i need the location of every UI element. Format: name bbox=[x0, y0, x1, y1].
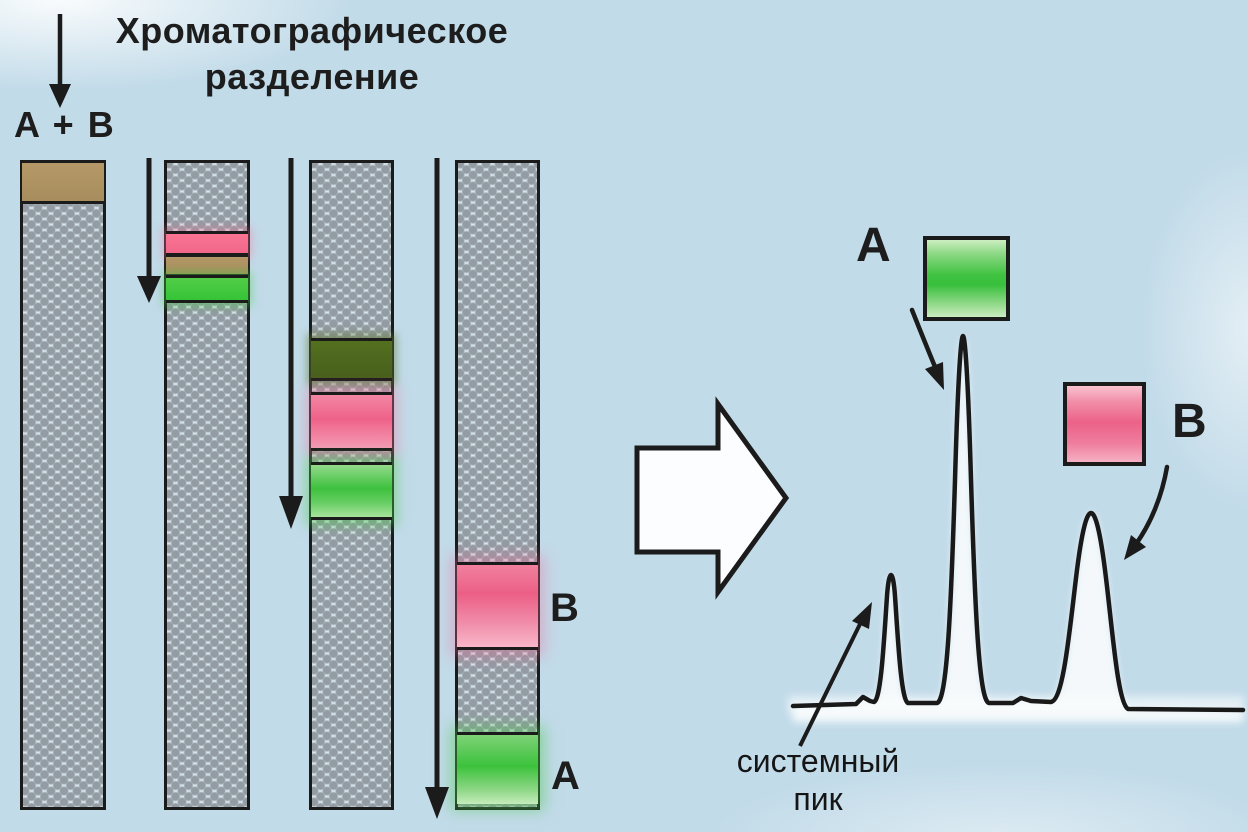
system-peak-annotation: системный пик bbox=[718, 742, 918, 818]
peak-b-arrow-icon bbox=[1124, 464, 1170, 560]
baseline-highlight bbox=[788, 696, 1244, 713]
peak-b-label: B bbox=[1172, 395, 1207, 448]
column-stage-2 bbox=[164, 160, 250, 810]
band-b-label: B bbox=[550, 586, 579, 630]
column-stage-1 bbox=[20, 160, 106, 810]
chromatogram-line bbox=[790, 333, 1246, 713]
band-a-green bbox=[166, 275, 248, 303]
flow-arrow-stage3-icon bbox=[279, 158, 303, 529]
band-b-pink bbox=[311, 392, 392, 451]
band-a-green bbox=[311, 462, 392, 520]
band-overlap-dark-green bbox=[311, 338, 392, 381]
system-peak-arrow-icon bbox=[798, 602, 872, 747]
flow-arrow-stage4-icon bbox=[425, 158, 449, 819]
band-b-pink bbox=[457, 562, 538, 650]
band-a-label: A bbox=[551, 754, 580, 798]
column-stage-3 bbox=[309, 160, 394, 810]
band-mixture-brown bbox=[166, 254, 248, 277]
feed-arrow-icon bbox=[49, 14, 71, 108]
diagram-title-line2: разделение bbox=[204, 56, 420, 97]
diagram-title-line1: Хроматографическое bbox=[115, 10, 509, 51]
system-peak-annotation-line1: системный bbox=[736, 743, 900, 779]
transition-arrow-icon bbox=[634, 396, 790, 600]
flow-arrow-stage2-icon bbox=[137, 158, 161, 303]
substance-a-swatch bbox=[923, 236, 1010, 321]
column-stage-4 bbox=[455, 160, 540, 810]
system-peak-annotation-line2: пик bbox=[793, 781, 843, 817]
peak-a-arrow-icon bbox=[909, 307, 944, 390]
peak-a-label: A bbox=[856, 219, 891, 272]
band-mixture-brown bbox=[22, 163, 104, 204]
feed-mixture-label: A + B bbox=[14, 104, 116, 145]
substance-b-swatch bbox=[1063, 382, 1146, 466]
band-b-pink bbox=[166, 231, 248, 256]
band-a-green bbox=[457, 732, 538, 804]
